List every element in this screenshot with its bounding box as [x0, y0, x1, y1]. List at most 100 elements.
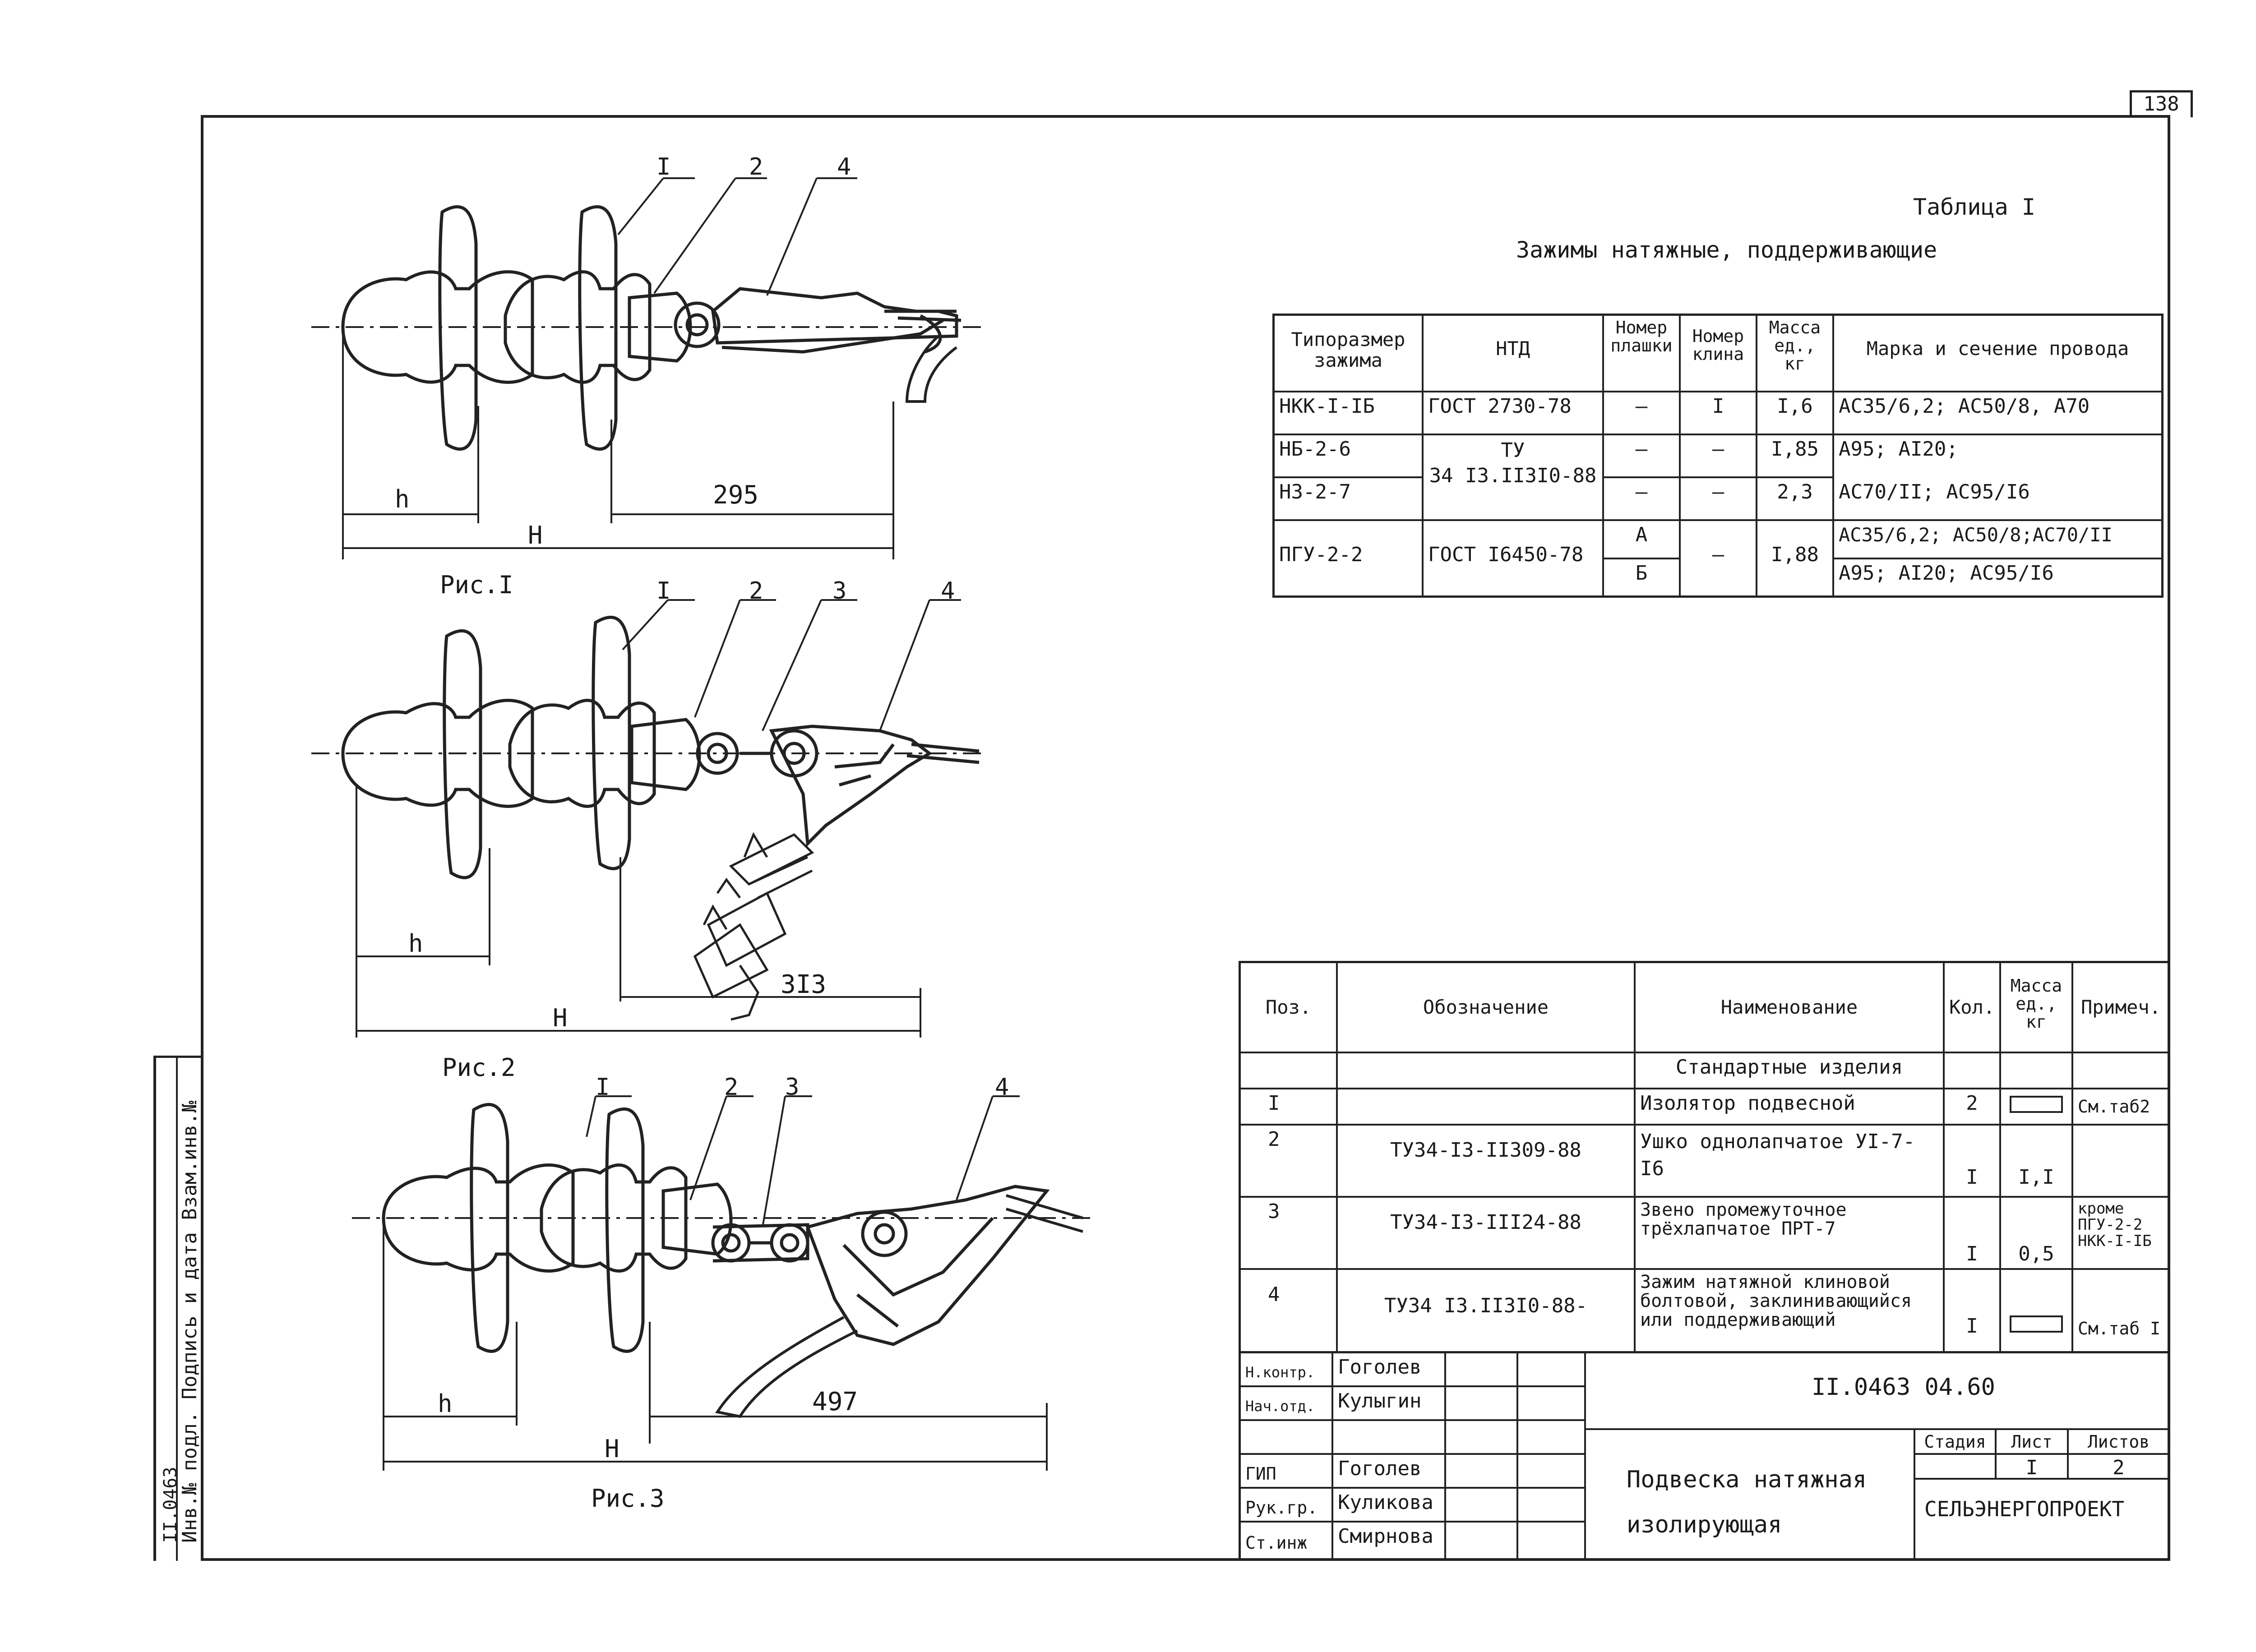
table1-row2-ntd: ТУ 34 I3.II3I0-88: [1424, 435, 1604, 521]
fig3-dim-h: h: [438, 1389, 453, 1418]
fig1-label-2: 2: [749, 153, 763, 180]
spec-section-pos: [1241, 1053, 1338, 1089]
fig1-dim-H: H: [528, 521, 543, 549]
fig2-caption: Рис.2: [442, 1053, 516, 1082]
table1-row4-wedge: –: [1681, 521, 1757, 595]
spec-row1-designation: [1338, 1089, 1636, 1126]
table1-row3-mass: 2,3: [1757, 478, 1834, 521]
insulator-1-body: [341, 270, 534, 384]
spec-row2-note: [2073, 1126, 2170, 1198]
dimension-lines-3: [383, 1218, 1048, 1471]
insulator-5-shed: [470, 1103, 509, 1353]
insulator-6-body: [540, 1163, 688, 1273]
table1-row2-ntd-line2: 34 I3.II3I0-88: [1429, 464, 1597, 487]
table1-row4-mass: I,88: [1757, 521, 1834, 595]
table1-row2-wire: А95; АI20;: [1839, 438, 1958, 461]
spec-row1-name: Изолятор подвесной: [1636, 1089, 1945, 1126]
spec-row4-designation: ТУ34 I3.II3I0-88-: [1338, 1270, 1636, 1353]
spec-section-note: [2073, 1053, 2170, 1089]
sheet-number-box: 138: [2130, 90, 2193, 117]
spec-row3-qty: I: [1945, 1198, 2001, 1270]
table1-row4-wire: АС35/6,2; АС50/8;АС70/II: [1834, 521, 2161, 559]
fig3-label-1: I: [596, 1074, 610, 1101]
spec-row1-qty: 2: [1945, 1089, 2001, 1126]
spec-row3-designation: ТУ34-I3-III24-88: [1338, 1198, 1636, 1270]
binding-divider: [176, 1056, 178, 1561]
table1-row2-mass: I,85: [1757, 435, 1834, 478]
conductor-1: [884, 309, 962, 322]
spec-row3-name: Звено промежуточное трёхлапчатое ПРТ-7: [1636, 1198, 1945, 1270]
spec-row2-designation: ТУ34-I3-II309-88: [1338, 1126, 1636, 1198]
table1-header-wire: Марка и сечение провода: [1834, 316, 2161, 392]
blank-role-row: [1241, 1421, 1333, 1455]
doc-code: II.0463 04.60: [1586, 1353, 2170, 1430]
tension-clamp-2: [769, 724, 933, 847]
table1-header-ntd: НТД: [1424, 316, 1604, 392]
table1-row5-wire: А95; АI20; АС95/I6: [1839, 562, 2054, 585]
spec-row2-qty: I: [1945, 1126, 2001, 1198]
fig1-dim-h: h: [395, 485, 410, 513]
role-5: Ст.инж: [1241, 1523, 1333, 1561]
spec-section-mass: [2001, 1053, 2073, 1089]
blank-date-row: [1518, 1421, 1586, 1455]
fig3-caption: Рис.3: [591, 1484, 665, 1513]
table1-header-wedge: Номер клина: [1681, 316, 1757, 392]
table1-row1-ntd: ГОСТ 2730-78: [1424, 392, 1604, 435]
figure-3: [352, 1095, 1092, 1471]
dimension-lines-1: [342, 327, 894, 559]
sheet-value: I: [1997, 1455, 2069, 1480]
stage-label: Стадия: [1915, 1430, 1997, 1455]
insulator-4-shed: [592, 616, 631, 870]
title-line-1: Подвеска натяжная: [1627, 1466, 1867, 1493]
signature-1: [1446, 1353, 1518, 1387]
spec-row4-qty: I: [1945, 1270, 2001, 1353]
fig2-label-2: 2: [749, 577, 763, 605]
table1-row1-wire: АС35/6,2; АС50/8, А70: [1834, 392, 2161, 435]
spec-row3-pos: 3: [1241, 1198, 1338, 1270]
spec-row2-name: Ушко однолапчатое УI-7-I6: [1636, 1126, 1945, 1198]
spec-header-mass: Масса ед., кг: [2001, 963, 2073, 1053]
signature-5: [1446, 1523, 1518, 1561]
insulator-2-body: [504, 270, 652, 384]
table1: Типоразмер зажима НТД Номер плашки Номер…: [1272, 314, 2164, 598]
date-5: [1518, 1523, 1586, 1561]
sheets-label: Листов: [2069, 1430, 2170, 1455]
fig2-label-1: I: [656, 577, 671, 605]
name-5: Смирнова: [1333, 1523, 1446, 1561]
table1-row3-wedge: –: [1681, 478, 1757, 521]
date-3: [1518, 1455, 1586, 1489]
spec-table: Поз. Обозначение Наименование Кол. Масса…: [1239, 961, 2170, 1353]
insulator-5-body: [382, 1163, 575, 1273]
title-line-2: изолирующая: [1627, 1511, 1782, 1538]
fig1-label-1: I: [656, 153, 671, 180]
fig3-label-2: 2: [724, 1074, 739, 1101]
table1-row4-ntd: ГОСТ I6450-78: [1424, 521, 1604, 595]
date-2: [1518, 1387, 1586, 1421]
date-4: [1518, 1489, 1586, 1523]
spec-row4-name: Зажим натяжной клиновой болтовой, заклин…: [1636, 1270, 1945, 1353]
spec-header-note: Примеч.: [2073, 963, 2170, 1053]
table1-row2-ntd-line1: ТУ: [1501, 439, 1525, 462]
fig1-caption: Рис.I: [440, 571, 513, 599]
table1-title: Таблица I: [1913, 194, 2035, 220]
table1-row1-wedge: I: [1681, 392, 1757, 435]
spec-section-designation: [1338, 1053, 1636, 1089]
spec-row4-pos: 4: [1241, 1270, 1338, 1353]
spec-row1-pos: I: [1241, 1089, 1338, 1126]
fig1-label-4: 4: [837, 153, 851, 180]
tension-clamp-3: [805, 1185, 1050, 1346]
eye-fitting-3: [661, 1182, 733, 1256]
insulator-1-shed: [438, 205, 478, 451]
name-2: Кулыгин: [1333, 1387, 1446, 1421]
stage-value: [1915, 1455, 1997, 1480]
table1-row5-plate: Б: [1604, 559, 1681, 595]
spec-header-name: Наименование: [1636, 963, 1945, 1053]
blank-signature-row: [1446, 1421, 1518, 1455]
insulator-4-body: [508, 699, 656, 808]
spec-row1-note: См.таб2: [2073, 1089, 2170, 1126]
fig1-dim-length: 295: [713, 480, 759, 510]
role-1: Н.контр.: [1241, 1353, 1333, 1387]
fig3-label-4: 4: [995, 1074, 1009, 1101]
